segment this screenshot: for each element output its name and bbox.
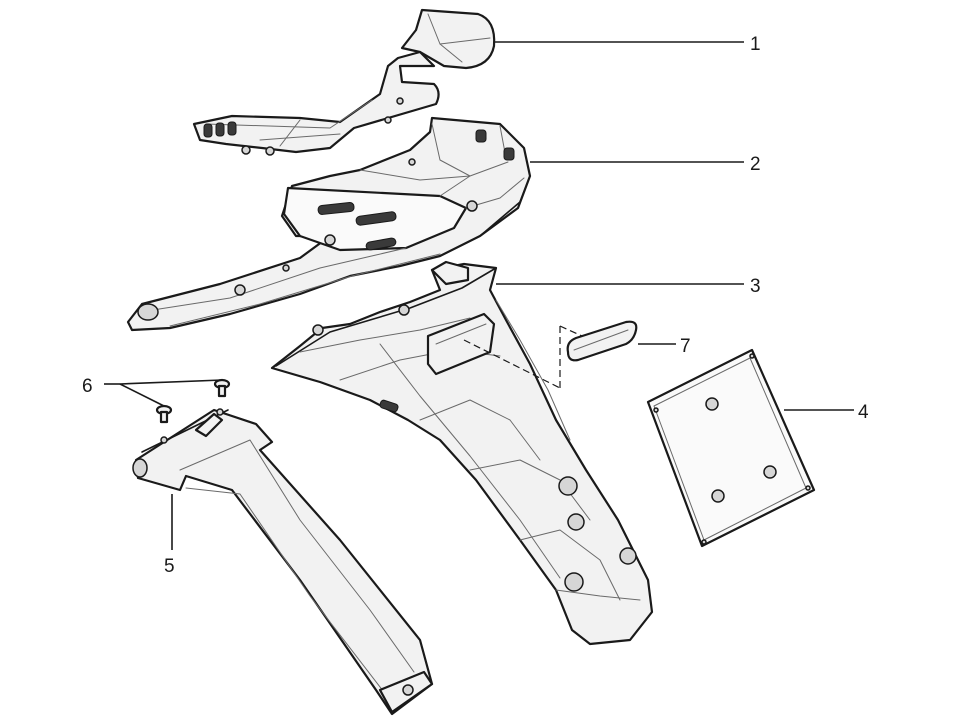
part-5-bracket-arm — [132, 408, 434, 716]
callout-6: 6 — [82, 376, 93, 397]
part-3-rear-mudguard — [270, 260, 654, 646]
part-7-gasket — [463, 320, 638, 389]
callout-2: 2 — [750, 154, 761, 175]
callout-7: 7 — [680, 336, 691, 357]
callout-labels: 1 2 3 4 5 6 7 — [82, 34, 869, 577]
callout-5: 5 — [164, 556, 175, 577]
part-4-license-plate — [646, 348, 816, 548]
callout-3: 3 — [750, 276, 761, 297]
part-1-upper-bracket — [192, 8, 496, 156]
part-6-screws — [155, 378, 231, 444]
leader-lines — [104, 41, 854, 550]
callout-1: 1 — [750, 34, 761, 55]
callout-4: 4 — [858, 402, 869, 423]
part-2-grab-rail-cover — [126, 116, 532, 332]
